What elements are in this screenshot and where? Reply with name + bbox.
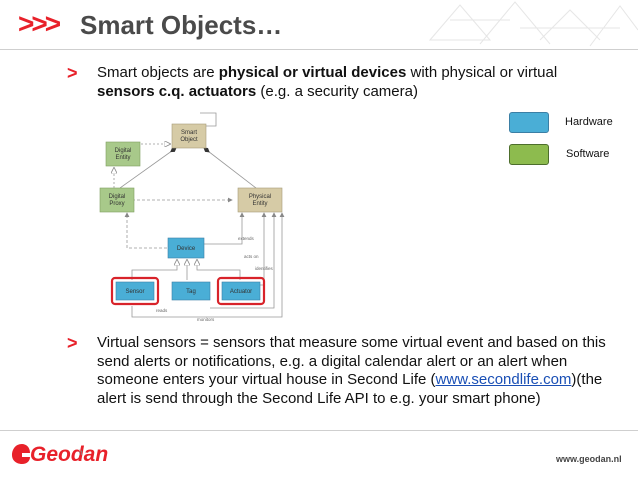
node-tag-label: Tag	[186, 289, 196, 295]
legend-hardware-swatch	[509, 112, 549, 133]
title-chevrons: >>>	[18, 8, 61, 39]
bullet-2-text: Virtual sensors = sensors that measure s…	[97, 334, 622, 408]
node-digital-proxy-box	[99, 187, 135, 213]
bullet-2-part: Virtual sensors = sensors that measure s…	[97, 334, 606, 388]
node-physical-entity-box	[237, 187, 283, 213]
bullet-1-part: with physical or virtual	[406, 64, 558, 81]
geodan-logo-text: Geodan	[30, 443, 109, 466]
footer-url[interactable]: www.geodan.nl	[556, 454, 622, 464]
node-actuator-box	[221, 281, 261, 301]
node-actuator-highlight	[216, 276, 266, 306]
bullet-1-text: Smart objects are physical or virtual de…	[97, 64, 607, 101]
secondlife-link[interactable]: www.secondlife.com	[435, 371, 572, 388]
bullet-2-part: )(the alert is send through the Second L…	[97, 371, 603, 407]
smart-object-diagram: extends acts on identifies reads monitor…	[99, 112, 285, 322]
edge-so-self	[200, 112, 217, 127]
edge-label-acts-on: acts on	[244, 254, 259, 259]
bullet-1-part-bold: physical or virtual devices	[218, 64, 407, 81]
node-actuator-label: Actuator	[230, 289, 252, 295]
bullet-1-part: Smart objects are	[97, 64, 219, 81]
edge-proxy-so	[119, 147, 177, 189]
page-title: Smart Objects…	[80, 10, 283, 40]
bullet-2-marker: >	[67, 333, 78, 353]
edge-device-proxy	[124, 212, 167, 249]
edge-actuator-physical	[257, 212, 267, 286]
geodan-logo-icon	[12, 444, 30, 464]
legend-hardware-label: Hardware	[565, 116, 613, 128]
legend-software-label: Software	[566, 148, 610, 160]
node-label-line: Proxy	[109, 201, 124, 207]
node-label-line: Entity	[252, 201, 267, 207]
node-sensor-highlight	[110, 276, 160, 306]
node-smart-object-box	[171, 123, 207, 149]
edge-label-extends: extends	[238, 236, 255, 241]
edge-sensor-device	[131, 260, 177, 280]
node-label-line: Object	[180, 137, 198, 143]
edge-label-monitors: monitors	[197, 317, 215, 322]
edge-sensor-monitors	[131, 212, 285, 318]
legend-software-swatch	[509, 144, 549, 165]
node-sensor-label: Sensor	[125, 289, 144, 295]
node-sensor-box	[115, 281, 155, 301]
edge-label-identifies: identifies	[255, 266, 274, 271]
edge-tag-physical	[210, 212, 277, 309]
edge-label-reads: reads	[156, 308, 168, 313]
header-divider	[0, 49, 638, 50]
node-device-box	[167, 237, 205, 259]
node-label-line: Entity	[115, 155, 130, 161]
header-decoration	[428, 1, 638, 47]
node-device-label: Device	[177, 246, 196, 252]
geodan-logo-suffix: it	[79, 450, 83, 457]
bullet-1-marker: >	[67, 63, 78, 83]
node-digital-entity-box	[105, 141, 141, 167]
bullet-1-part-bold: sensors c.q. actuators	[97, 82, 257, 100]
bullet-1-part: (e.g. a security camera)	[256, 82, 418, 100]
edge-physical-so	[203, 147, 257, 189]
node-tag-box	[171, 281, 211, 301]
edge-actuator-device	[197, 260, 241, 280]
edge-device-physical	[202, 212, 245, 245]
footer-divider	[0, 430, 638, 431]
